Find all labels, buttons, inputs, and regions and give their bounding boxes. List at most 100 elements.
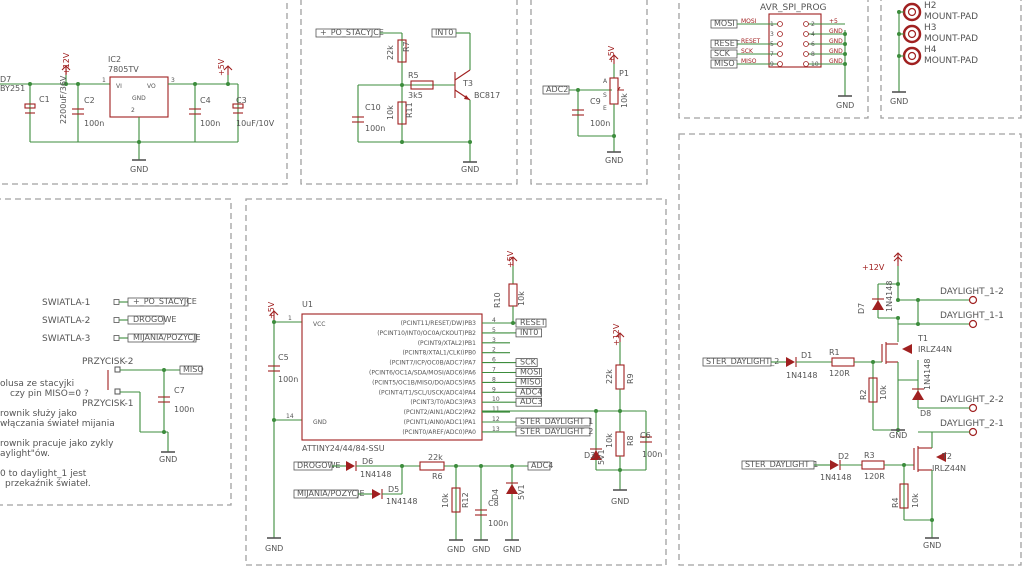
mcu-pin-num-2: 2	[492, 347, 496, 354]
connector-tag-1	[127, 297, 189, 307]
avr-right-label-2: GND	[829, 38, 843, 45]
t3-value: BC817	[474, 91, 500, 100]
mcu-pin-name-9: (PCINT4/T1/SCL/USCK/ADC4)PA4	[379, 389, 477, 396]
mcu-pin-name-6: (PCINT7/ICP/OC0B/ADC7)PA7	[389, 360, 476, 367]
connector-note-5: aylight"ów.	[0, 448, 50, 459]
r5-ref: R5	[408, 71, 419, 80]
d7-ref-dl: D7	[857, 303, 866, 314]
avr-pin-7: 7	[770, 51, 774, 58]
d1-ref: D1	[801, 351, 812, 360]
avr-pin-3: 3	[770, 31, 774, 38]
mcu-tag-reset	[515, 318, 547, 328]
mcu-vcc: VCC	[313, 321, 325, 328]
t1-value: IRLZ44N	[918, 345, 952, 354]
pot-block: ADC2 C9 100n +5V P1 10k A S E GND	[542, 45, 629, 165]
r11-ref: R11	[405, 102, 414, 118]
daylight-out-3: DAYLIGHT_2-1	[940, 419, 1004, 429]
c4-ref: C4	[200, 96, 211, 105]
avr-right-label-0: +5	[829, 18, 838, 25]
pot-v5: +5V	[607, 45, 616, 63]
mcu-pin-name-5: (PCINT10/INT0/OC0A/CKOUT)PB2	[377, 330, 476, 337]
connector-note-7: przekaźnik świateł.	[5, 478, 91, 489]
c9-ref: C9	[590, 97, 601, 106]
mcu-tag-text-mosi: MOSI	[520, 368, 541, 377]
mcu-v5: +5V	[267, 301, 276, 319]
daylight-pad-icon	[968, 403, 978, 413]
gnd-label-mcu-left: GND	[265, 544, 283, 553]
connector-tag-2	[127, 315, 165, 325]
avr-tag-text-reset: RESET	[714, 39, 740, 48]
mcu-tag-mosi	[515, 368, 543, 377]
connector-note-0: olusa ze stacyjki	[0, 379, 74, 389]
tag-po-stacyjce: +_PO_STACYJCE	[320, 28, 384, 37]
r8-value: 10k	[605, 433, 614, 448]
pot-s: S	[603, 92, 607, 99]
c10-value: 100n	[365, 124, 385, 133]
mcu-pin-num-4: 4	[492, 317, 496, 324]
ic2-pin1: 1	[102, 77, 106, 84]
connector-note-3: włączania świateł mijania	[0, 418, 115, 429]
mcu-pin-name-3: (PCINT9/XTAL2)PB1	[418, 340, 476, 347]
mount-val-h3: MOUNT-PAD	[924, 34, 978, 44]
mcu-pin-name-13: (PCINT0/AREF/ADC0)PA0	[402, 429, 476, 436]
r2-value: 10k	[879, 385, 888, 400]
pot-e: E	[603, 105, 607, 112]
mount-pad-icon	[902, 46, 922, 66]
daylight-v12: +12V	[862, 263, 885, 272]
mcu-tag-ster_daylight_2	[515, 427, 591, 437]
r9-value: 22k	[605, 369, 614, 384]
gnd-label-power: GND	[130, 165, 148, 174]
mcu-pin-num-12: 12	[492, 416, 500, 423]
c5-ref: C5	[278, 353, 289, 362]
frame-pot	[530, 0, 648, 185]
avr-right-label-4: GND	[829, 58, 843, 65]
r10-value: 10k	[517, 291, 526, 306]
ic2-gnd-pin: GND	[132, 95, 146, 102]
d3-value: 5V1	[597, 449, 606, 465]
connector-note-6: 0 to daylight_1 jest	[0, 469, 87, 479]
d6-ref: D6	[362, 457, 373, 466]
avr-tag-text-sck: SCK	[714, 49, 731, 58]
r12-value: 10k	[441, 493, 450, 508]
mcu-tag-text-reset: RESET	[520, 318, 546, 327]
avr-pin-8: 8	[811, 51, 815, 58]
daylight-block: +12V D7 1N4148 DAYLIGHT_1-2DAYLIGHT_1-1D…	[702, 252, 1004, 550]
mount-pad-icon	[902, 24, 922, 44]
avr-left-label-2: SCK	[741, 48, 754, 55]
connector-label-3: SWIATLA-3	[42, 334, 90, 344]
r3-ref: R3	[864, 451, 875, 460]
r9-ref: R9	[626, 373, 635, 384]
avr-title: AVR_SPI_PROG	[760, 3, 827, 13]
r12-ref: R12	[461, 492, 470, 508]
gnd-label-pot: GND	[605, 156, 623, 165]
daylight-pad-icon	[968, 295, 978, 305]
gnd-label-mount: GND	[890, 97, 908, 106]
mount-ref-h3: H3	[924, 23, 937, 33]
r4-ref: R4	[891, 497, 900, 508]
r5-value: 3k5	[408, 91, 423, 100]
mcu-tag-int0	[515, 328, 543, 338]
t3-ref: T3	[462, 79, 473, 88]
frame-power	[0, 0, 288, 185]
tag-mijania-mcu: MIJANIA/POZYCJE	[297, 489, 365, 498]
v5-label: +5V	[217, 58, 226, 76]
mcu-gnd-num: 14	[286, 413, 294, 420]
c8-ref: C8	[488, 499, 499, 508]
mount-ref-h4: H4	[924, 45, 937, 55]
mcu-pin-num-3: 3	[492, 337, 496, 344]
connector-note-2: rownik służy jako	[0, 409, 77, 419]
mcu-tag-ster_daylight_1	[515, 417, 591, 427]
mcu-pin-num-5: 5	[492, 327, 496, 334]
mcu-block: +5V C5 100n GND U1 ATTINY24/44/84-SSU VC…	[265, 250, 662, 554]
avr-pin-1: 1	[770, 21, 774, 28]
mcu-tag-text-ster_daylight_2: STER_DAYLIGHT_2	[520, 427, 593, 436]
avr-pin-4: 4	[811, 31, 815, 38]
r6-value: 22k	[428, 453, 443, 462]
mcu-v5-r10: +5V	[506, 250, 515, 268]
p1-value: 10k	[620, 93, 629, 108]
mcu-vcc-num: 1	[288, 315, 292, 322]
frame-mcu	[245, 198, 667, 566]
sheet-frames	[0, 0, 1022, 566]
mcu-pin-name-4: (PCINT11/RESET/DW)PB3	[401, 320, 477, 327]
r7-ref: R7	[402, 41, 411, 52]
